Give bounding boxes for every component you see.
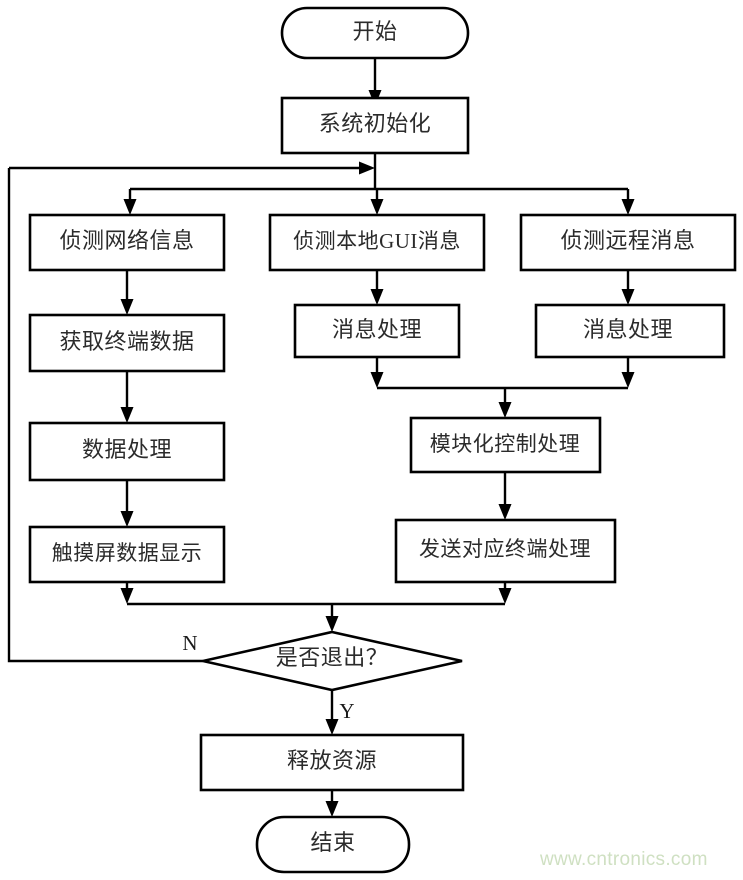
node-release-label: 释放资源 [287, 748, 377, 773]
edge-msg-process-mid-to-merge [370, 357, 384, 388]
edge-data-process-to-touch-display [120, 480, 134, 527]
node-init[interactable]: 系统初始化 [280, 96, 470, 155]
node-get-terminal-data[interactable]: 获取终端数据 [28, 313, 226, 373]
node-msg-process-right-label: 消息处理 [583, 317, 673, 342]
edge-send-terminal-to-merge [498, 582, 512, 604]
node-touch-display-label: 触摸屏数据显示 [52, 541, 203, 565]
edge-touch-display-to-merge [120, 582, 134, 604]
edge-bottom-merge-to-decision [127, 602, 505, 632]
node-modular-control-label: 模块化控制处理 [430, 432, 581, 456]
edge-fanout-bus [123, 187, 635, 215]
node-detect-local-gui-label: 侦测本地GUI消息 [293, 229, 461, 253]
node-detect-network-label: 侦测网络信息 [59, 228, 194, 253]
node-detect-remote-label: 侦测远程消息 [560, 228, 695, 253]
node-end[interactable]: 结束 [255, 815, 411, 874]
node-send-terminal[interactable]: 发送对应终端处理 [394, 518, 617, 584]
edge-merge-bus-modular [377, 386, 628, 418]
node-modular-control[interactable]: 模块化控制处理 [409, 416, 602, 474]
node-msg-process-mid-label: 消息处理 [332, 317, 422, 342]
node-detect-local-gui[interactable]: 侦测本地GUI消息 [268, 213, 486, 272]
node-start-label: 开始 [352, 19, 397, 44]
node-data-process-label: 数据处理 [82, 437, 172, 462]
edge-detect-gui-to-msg-process [370, 270, 384, 305]
node-detect-network[interactable]: 侦测网络信息 [28, 213, 226, 272]
node-detect-remote[interactable]: 侦测远程消息 [519, 213, 737, 272]
edge-get-terminal-to-data-process [120, 371, 134, 423]
edge-label-no: N [182, 631, 197, 655]
node-touch-display[interactable]: 触摸屏数据显示 [28, 525, 226, 584]
node-decision-exit-label: 是否退出？ [276, 645, 389, 670]
node-msg-process-right[interactable]: 消息处理 [534, 303, 726, 359]
node-msg-process-mid[interactable]: 消息处理 [293, 303, 461, 359]
watermark-text: www.cntronics.com [539, 849, 708, 870]
edge-detect-remote-to-msg-process [621, 270, 635, 305]
edge-decision-no-loopback [7, 168, 203, 663]
edge-modular-to-send-terminal [498, 472, 512, 520]
node-end-label: 结束 [310, 830, 355, 855]
edge-release-to-end [325, 790, 339, 817]
node-release[interactable]: 释放资源 [199, 733, 465, 792]
edge-detect-network-to-get-terminal [120, 270, 134, 315]
edge-label-yes: Y [339, 699, 354, 723]
node-get-terminal-data-label: 获取终端数据 [59, 329, 194, 354]
node-init-label: 系统初始化 [319, 111, 432, 136]
node-decision-exit[interactable]: 是否退出？ [202, 630, 463, 692]
edge-decision-yes-to-release [325, 690, 339, 735]
edge-loopback-return [9, 161, 375, 175]
node-send-terminal-label: 发送对应终端处理 [419, 537, 591, 561]
node-start[interactable]: 开始 [280, 6, 470, 60]
edge-msg-process-right-to-merge [621, 357, 635, 388]
node-data-process[interactable]: 数据处理 [28, 421, 226, 482]
